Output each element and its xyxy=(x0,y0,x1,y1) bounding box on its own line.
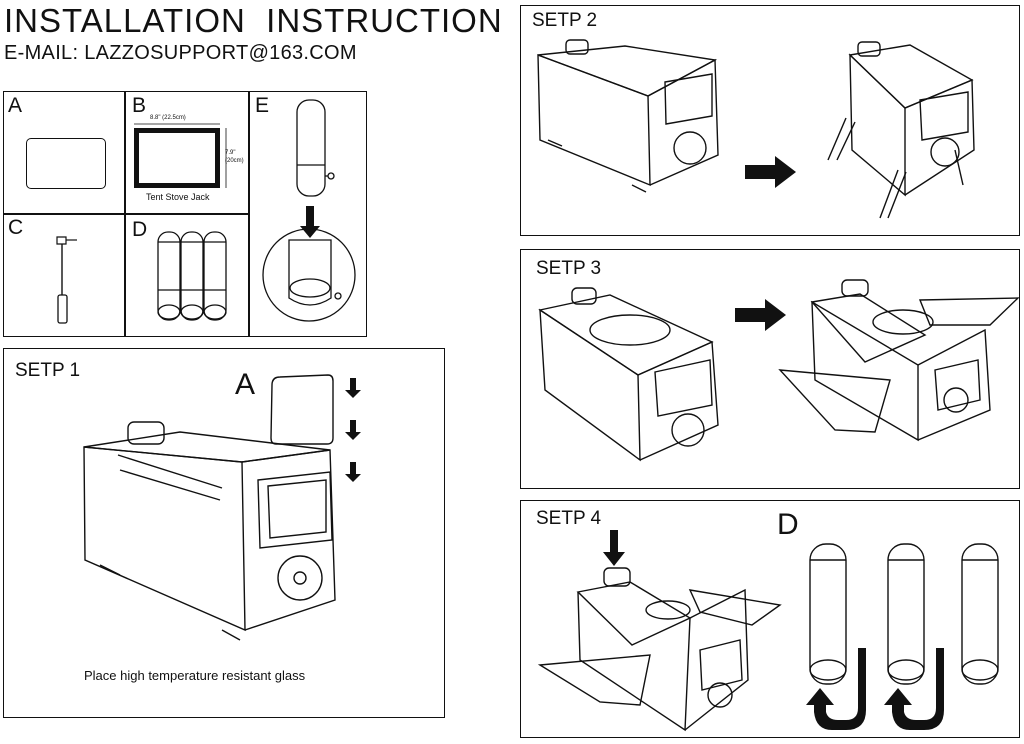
support-email: E-MAIL: LAZZOSUPPORT@163.COM xyxy=(4,42,357,64)
grid-divider xyxy=(124,91,126,337)
jack-caption: Tent Stove Jack xyxy=(146,192,210,202)
grid-divider xyxy=(3,213,249,215)
part-c-label: C xyxy=(8,216,24,239)
part-b-label: B xyxy=(132,94,147,117)
step-2-panel xyxy=(520,5,1020,236)
jack-width-dim: 8.8" (22.5cm) xyxy=(150,115,186,121)
step-1-part-letter: A xyxy=(235,368,256,401)
step-3-title: SETP 3 xyxy=(536,258,602,279)
part-d-label: D xyxy=(132,218,148,241)
page-title: INSTALLATION INSTRUCTION xyxy=(4,2,503,39)
step-3-panel xyxy=(520,249,1020,489)
step-1-caption: Place high temperature resistant glass xyxy=(84,668,306,683)
stove-jack-illustration xyxy=(134,128,220,188)
grid-divider xyxy=(248,91,250,337)
part-e-label: E xyxy=(255,94,270,117)
jack-height-dim-cm: (20cm) xyxy=(225,158,244,164)
glass-panel-illustration xyxy=(26,138,106,189)
jack-height-dim: 7.9" xyxy=(225,150,236,156)
step-4-panel xyxy=(520,500,1020,738)
step-4-title: SETP 4 xyxy=(536,508,602,529)
step-1-title: SETP 1 xyxy=(15,360,81,381)
part-a-label: A xyxy=(8,94,23,117)
step-4-part-letter: D xyxy=(777,508,799,541)
step-2-title: SETP 2 xyxy=(532,10,598,31)
step-1-panel xyxy=(3,348,445,718)
